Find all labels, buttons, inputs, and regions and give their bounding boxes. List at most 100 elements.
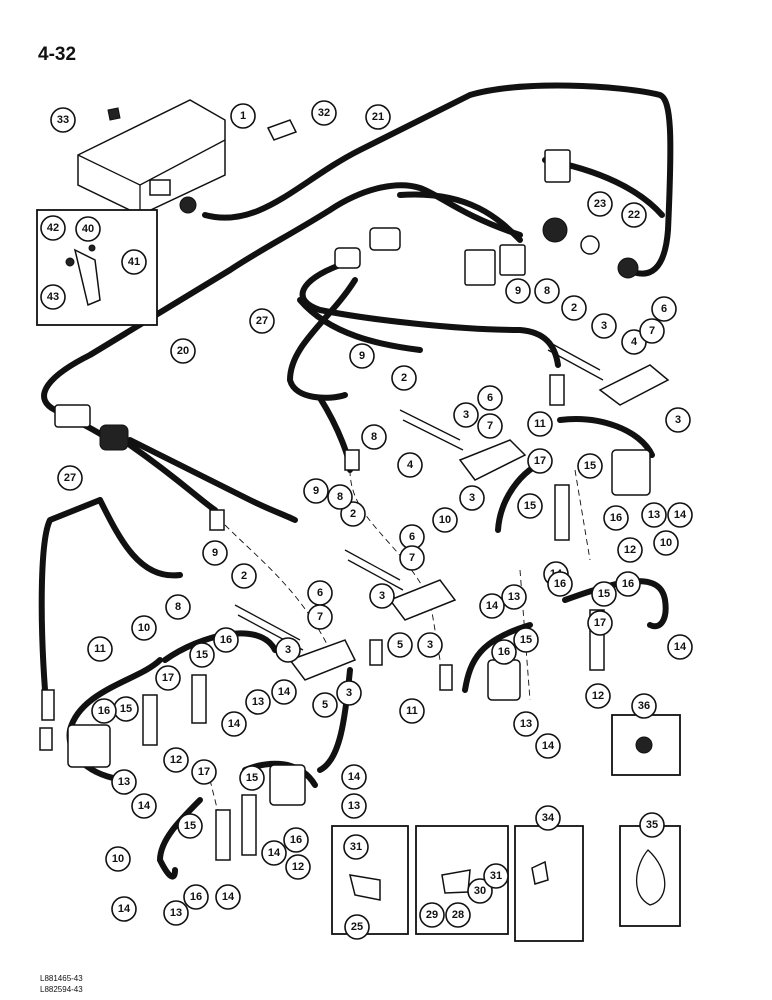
callout: 7 (639, 318, 665, 344)
svg-text:16: 16 (610, 512, 622, 524)
callout: 8 (327, 484, 353, 510)
callout: 25 (344, 914, 370, 940)
svg-text:7: 7 (409, 552, 415, 564)
callout: 3 (453, 402, 479, 428)
callout: 16 (547, 571, 573, 597)
callout: 3 (459, 485, 485, 511)
svg-text:36: 36 (638, 700, 650, 712)
callout: 23 (587, 191, 613, 217)
callout: 4 (397, 452, 423, 478)
callout: 20 (170, 338, 196, 364)
callout: 1 (230, 103, 256, 129)
callout: 41 (121, 249, 147, 275)
callout: 5 (312, 692, 338, 718)
svg-text:14: 14 (486, 600, 499, 612)
callout: 27 (249, 308, 275, 334)
svg-text:3: 3 (427, 639, 433, 651)
svg-text:2: 2 (401, 372, 407, 384)
svg-text:12: 12 (292, 861, 304, 873)
callout: 2 (340, 501, 366, 527)
svg-text:32: 32 (318, 107, 330, 119)
callout: 16 (603, 505, 629, 531)
svg-text:17: 17 (198, 766, 210, 778)
svg-text:15: 15 (184, 820, 196, 832)
callout: 8 (534, 278, 560, 304)
svg-text:31: 31 (350, 841, 362, 853)
svg-text:10: 10 (112, 853, 124, 865)
callout: 9 (349, 343, 375, 369)
callout: 12 (585, 683, 611, 709)
svg-text:12: 12 (624, 544, 636, 556)
callout: 31 (343, 834, 369, 860)
svg-text:15: 15 (584, 460, 596, 472)
svg-text:14: 14 (674, 509, 687, 521)
callout: 11 (399, 698, 425, 724)
svg-text:17: 17 (534, 455, 546, 467)
callout: 14 (479, 593, 505, 619)
callout: 16 (213, 627, 239, 653)
callout: 29 (419, 902, 445, 928)
callout: 3 (336, 680, 362, 706)
callout: 14 (215, 884, 241, 910)
svg-text:13: 13 (520, 718, 532, 730)
callout: 6 (477, 385, 503, 411)
svg-text:21: 21 (372, 111, 384, 123)
callout: 13 (501, 584, 527, 610)
callout: 3 (275, 637, 301, 663)
svg-text:13: 13 (252, 696, 264, 708)
svg-text:2: 2 (350, 508, 356, 520)
callout: 15 (513, 627, 539, 653)
callout: 16 (283, 827, 309, 853)
svg-text:6: 6 (409, 531, 415, 543)
svg-text:3: 3 (463, 409, 469, 421)
callout: 10 (131, 615, 157, 641)
page-number: 4-32 (38, 44, 77, 65)
callout: 30 (467, 878, 493, 904)
callout: 14 (131, 793, 157, 819)
svg-text:41: 41 (128, 256, 140, 268)
svg-text:3: 3 (285, 644, 291, 656)
callout: 35 (639, 812, 665, 838)
svg-text:14: 14 (118, 903, 131, 915)
svg-text:43: 43 (47, 291, 59, 303)
svg-text:15: 15 (598, 588, 610, 600)
callout: 16 (183, 884, 209, 910)
svg-text:16: 16 (290, 834, 302, 846)
callout: 15 (517, 493, 543, 519)
callout: 22 (621, 202, 647, 228)
callout: 5 (387, 632, 413, 658)
svg-text:6: 6 (317, 587, 323, 599)
svg-text:29: 29 (426, 909, 438, 921)
svg-text:9: 9 (212, 547, 218, 559)
svg-text:10: 10 (660, 537, 672, 549)
svg-text:20: 20 (177, 345, 189, 357)
svg-text:8: 8 (544, 285, 550, 297)
callout: 13 (111, 769, 137, 795)
callout: 3 (417, 632, 443, 658)
svg-text:42: 42 (47, 222, 59, 234)
callout: 6 (651, 296, 677, 322)
svg-text:9: 9 (359, 350, 365, 362)
svg-text:8: 8 (337, 491, 343, 503)
svg-text:13: 13 (118, 776, 130, 788)
callout: 9 (303, 478, 329, 504)
svg-text:14: 14 (348, 771, 361, 783)
svg-text:3: 3 (379, 590, 385, 602)
callout: 6 (307, 580, 333, 606)
callout: 7 (477, 413, 503, 439)
callout: 43 (40, 284, 66, 310)
callout: 17 (155, 665, 181, 691)
svg-text:14: 14 (268, 847, 281, 859)
callout: 11 (527, 411, 553, 437)
callout: 15 (177, 813, 203, 839)
callout: 3 (665, 407, 691, 433)
callout: 17 (527, 448, 553, 474)
callout: 13 (163, 900, 189, 926)
svg-text:6: 6 (661, 303, 667, 315)
svg-text:10: 10 (439, 514, 451, 526)
callout: 15 (113, 696, 139, 722)
callout: 14 (111, 896, 137, 922)
svg-text:27: 27 (256, 315, 268, 327)
svg-text:1: 1 (240, 110, 246, 122)
